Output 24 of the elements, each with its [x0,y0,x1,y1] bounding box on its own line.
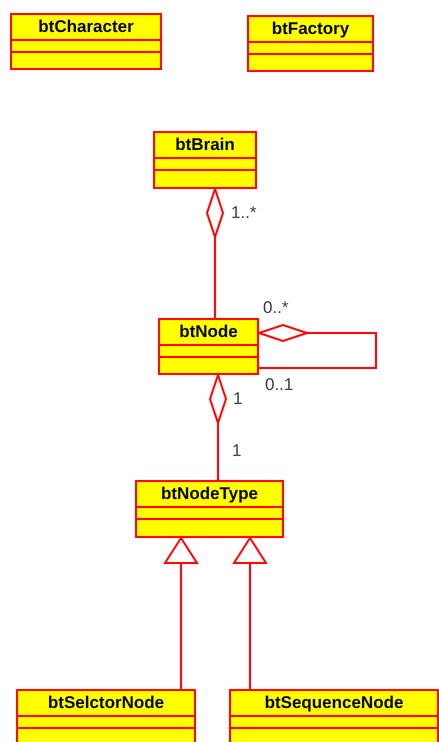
inheritance-arrow [233,537,267,689]
class-name: btSelctorNode [46,692,166,714]
class-box [158,318,259,375]
multiplicity-label: 1 [232,442,242,460]
class-name: btCharacter [37,16,135,38]
aggregation-line [209,374,227,480]
class-box [153,131,257,189]
multiplicity-label: 1 [233,390,242,408]
multiplicity-label: 0..* [263,299,289,317]
class-name: btSequenceNode [264,692,404,714]
aggregation-line [258,324,377,369]
aggregation-line [206,188,224,318]
multiplicity-label: 0..1 [265,376,294,394]
class-box [229,689,439,742]
inheritance-arrow [164,537,198,689]
class-box [135,480,284,538]
class-box [16,689,196,742]
class-box [247,15,374,72]
class-name: btBrain [174,134,236,156]
multiplicity-label: 1..* [231,204,257,222]
class-box [10,13,162,70]
class-name: btNode [178,321,239,343]
class-name: btNodeType [160,483,259,505]
class-name: btFactory [270,18,350,40]
